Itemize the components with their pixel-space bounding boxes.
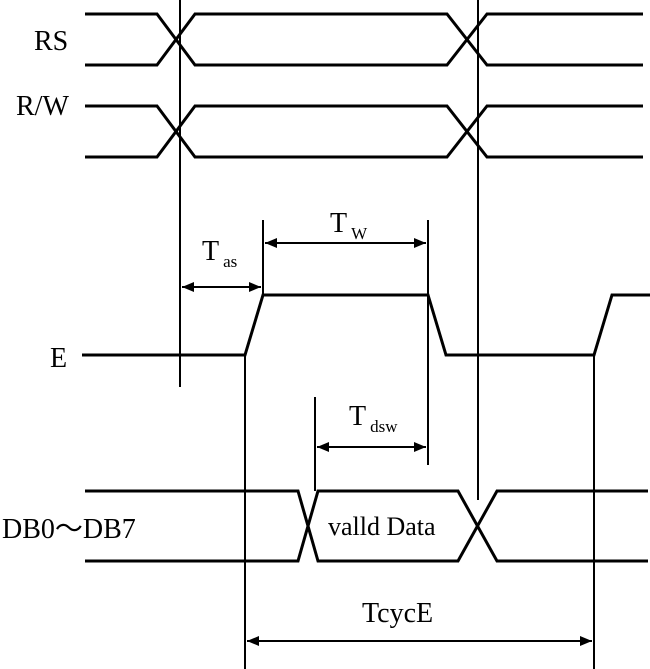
rw-waveform — [85, 104, 643, 159]
tas-label-sub: as — [223, 252, 237, 271]
db-waveform — [85, 489, 648, 563]
valid-data-label: valld Data — [328, 512, 436, 541]
tdsw-label: T dsw — [349, 401, 398, 436]
tw-label: T W — [330, 208, 368, 243]
tw-label-sub: W — [351, 224, 368, 243]
rs-waveform — [85, 12, 643, 67]
signal-label-rw: R/W — [16, 91, 69, 122]
signal-label-e: E — [50, 343, 67, 374]
tw-label-main: T — [330, 208, 347, 239]
tas-label: T as — [202, 236, 237, 271]
tdsw-label-sub: dsw — [370, 417, 398, 436]
signal-label-rs: RS — [34, 26, 68, 57]
e-waveform — [82, 293, 650, 357]
tcyce-label: TcycE — [362, 598, 433, 629]
signal-label-db: DB0～DB7 — [2, 514, 136, 545]
tas-label-main: T — [202, 236, 219, 267]
tdsw-label-main: T — [349, 401, 366, 432]
